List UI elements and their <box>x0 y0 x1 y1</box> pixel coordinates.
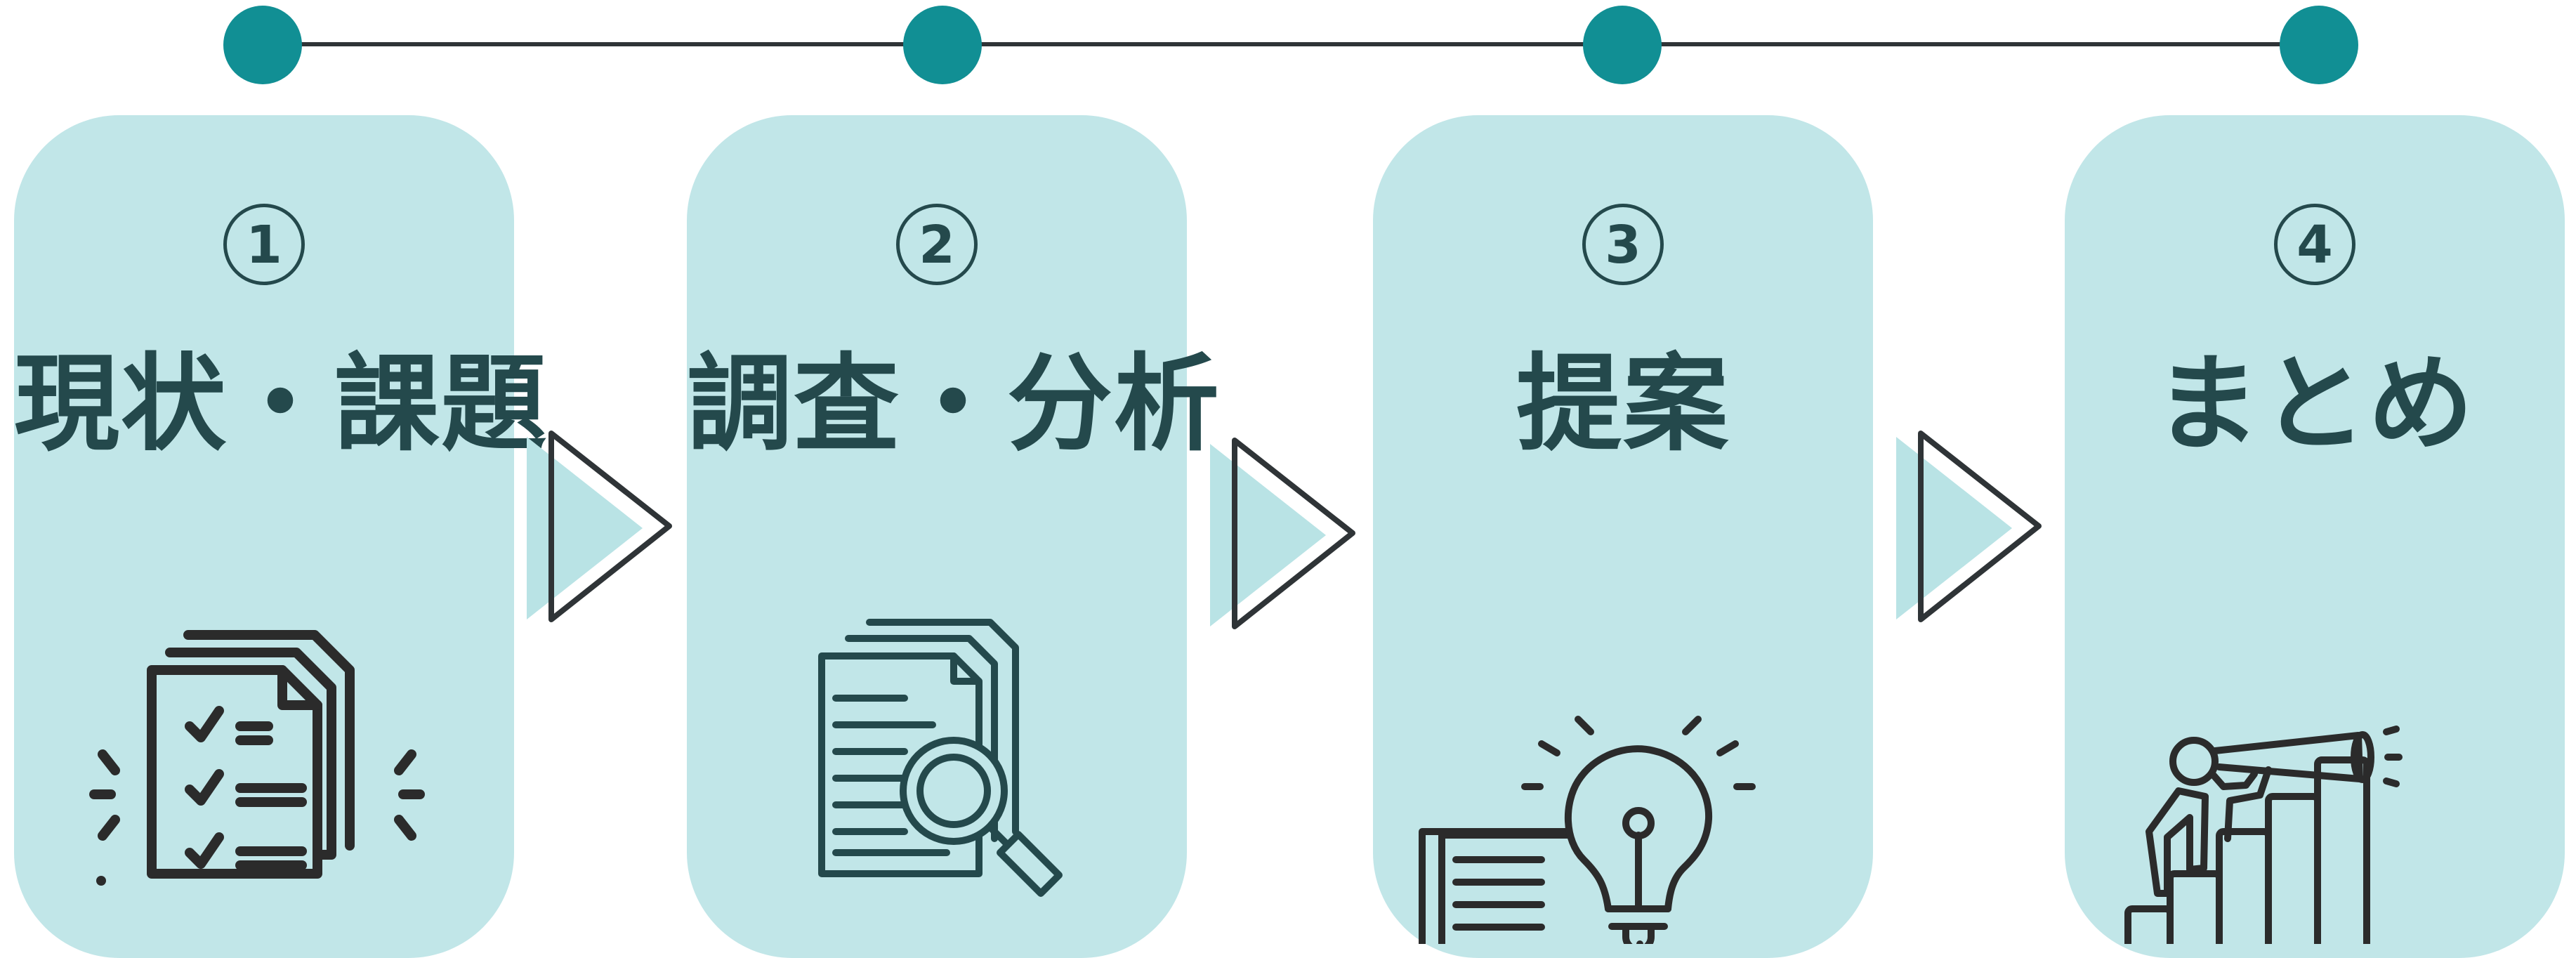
step-title-3: 提案 <box>1516 343 1730 466</box>
step-number-3: 3 <box>1582 204 1664 285</box>
telescope-growth-chart-icon <box>2124 726 2403 944</box>
step-title-1: 現状・課題 <box>14 343 548 466</box>
timeline-line <box>263 42 2318 46</box>
step-number-4: 4 <box>2274 204 2355 285</box>
checklist-documents-icon <box>89 630 425 886</box>
step-number-1: 1 <box>223 204 305 285</box>
arrow-right-icon-2 <box>1210 438 1355 629</box>
timeline-dot-2 <box>903 6 982 84</box>
document-magnifier-icon <box>818 619 1063 897</box>
step-card-4: 4 まとめ <box>2065 115 2565 958</box>
step-title-4: まとめ <box>2154 343 2475 466</box>
timeline-dot-4 <box>2280 6 2358 84</box>
step-card-3: 3 提案 <box>1373 115 1873 958</box>
timeline-dot-3 <box>1583 6 1662 84</box>
arrow-right-icon-1 <box>527 431 672 622</box>
arrow-right-icon-3 <box>1896 431 2042 622</box>
lightbulb-speech-bubble-icon <box>1419 716 1756 944</box>
step-title-2: 調査・分析 <box>687 343 1221 466</box>
timeline-dot-1 <box>223 6 302 84</box>
step-card-1: 1 現状・課題 <box>14 115 548 958</box>
step-card-2: 2 調査・分析 <box>687 115 1221 958</box>
step-number-2: 2 <box>896 204 978 285</box>
